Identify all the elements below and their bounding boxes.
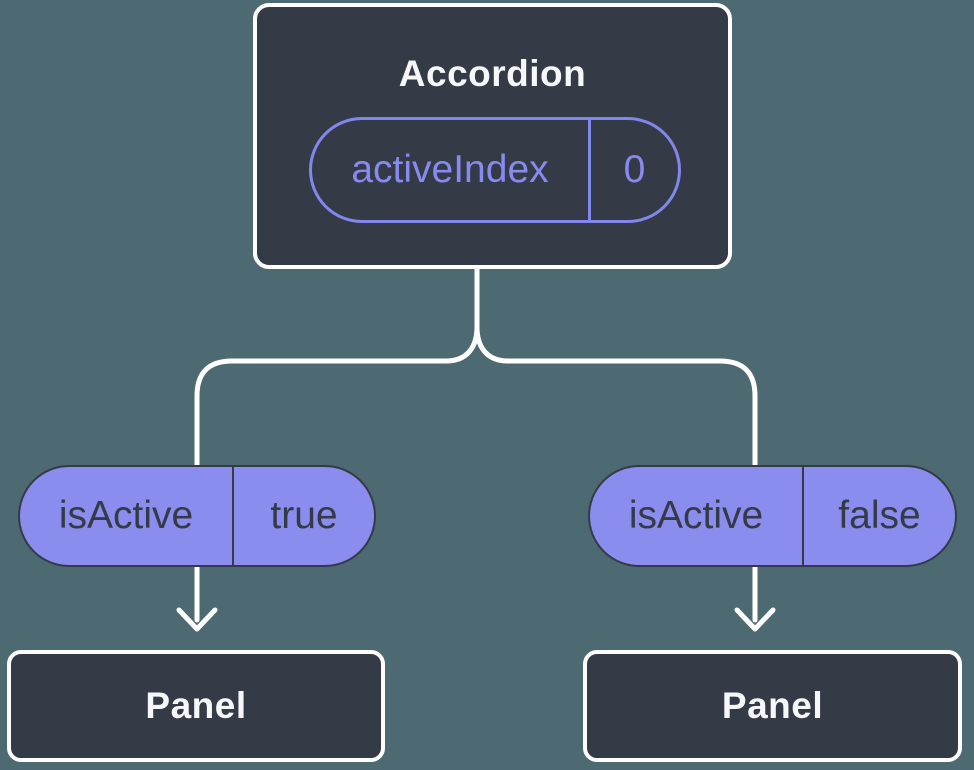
panel-node-right: Panel bbox=[583, 650, 962, 762]
node-title: Panel bbox=[145, 685, 247, 726]
prop-value: false bbox=[802, 467, 955, 565]
prop-pill-is-active-false: isActive false bbox=[588, 465, 957, 567]
accordion-node: Accordion activeIndex 0 bbox=[253, 3, 732, 269]
trunk-right-branch bbox=[474, 324, 758, 470]
state-name: activeIndex bbox=[351, 148, 549, 191]
prop-name: isActive bbox=[628, 494, 764, 537]
node-title: Panel bbox=[721, 685, 824, 726]
state-value: 0 bbox=[588, 120, 678, 220]
prop-value: true bbox=[232, 467, 374, 565]
panel-node-left: Panel bbox=[7, 650, 385, 762]
node-title: Accordion bbox=[398, 53, 587, 94]
state-pill-active-index: activeIndex 0 bbox=[309, 117, 681, 223]
prop-pill-is-active-true: isActive true bbox=[18, 465, 376, 567]
left-arrow-down-icon bbox=[176, 607, 218, 632]
prop-name: isActive bbox=[58, 494, 194, 537]
trunk-left-branch bbox=[194, 266, 480, 470]
right-arrow-down-icon bbox=[734, 607, 776, 632]
